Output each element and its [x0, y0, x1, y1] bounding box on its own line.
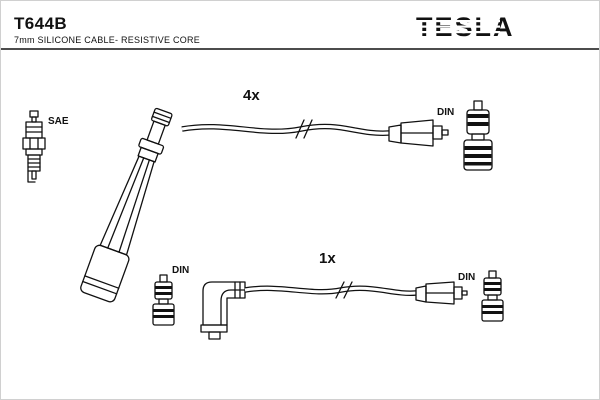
spark-plug-icon — [22, 110, 46, 183]
elbow-boot-icon — [200, 281, 246, 340]
lower-connector-icon — [415, 281, 468, 305]
qty-label-lower: 1x — [319, 250, 336, 267]
coil-boot-icon — [80, 107, 173, 303]
din-label-lower-left: DIN — [172, 265, 189, 276]
cable-break-icon-lower — [335, 281, 353, 299]
upper-cable — [181, 119, 390, 139]
sae-label: SAE — [48, 116, 69, 127]
cable-break-icon — [295, 119, 313, 139]
tesla-logo: TESLA — [414, 12, 513, 42]
lower-cable — [244, 281, 417, 299]
din-connector-icon-lower-left — [152, 274, 175, 326]
din-connector-icon-lower-right — [481, 270, 504, 322]
din-connector-icon-upper-right — [463, 100, 493, 171]
din-label-upper: DIN — [437, 107, 454, 118]
din-label-lower-right: DIN — [458, 272, 475, 283]
qty-label-upper: 4x — [243, 87, 260, 104]
part-number: T644B — [14, 14, 67, 33]
subtitle: 7mm SILICONE CABLE- RESISTIVE CORE — [14, 35, 200, 45]
upper-connector-icon — [388, 119, 449, 147]
